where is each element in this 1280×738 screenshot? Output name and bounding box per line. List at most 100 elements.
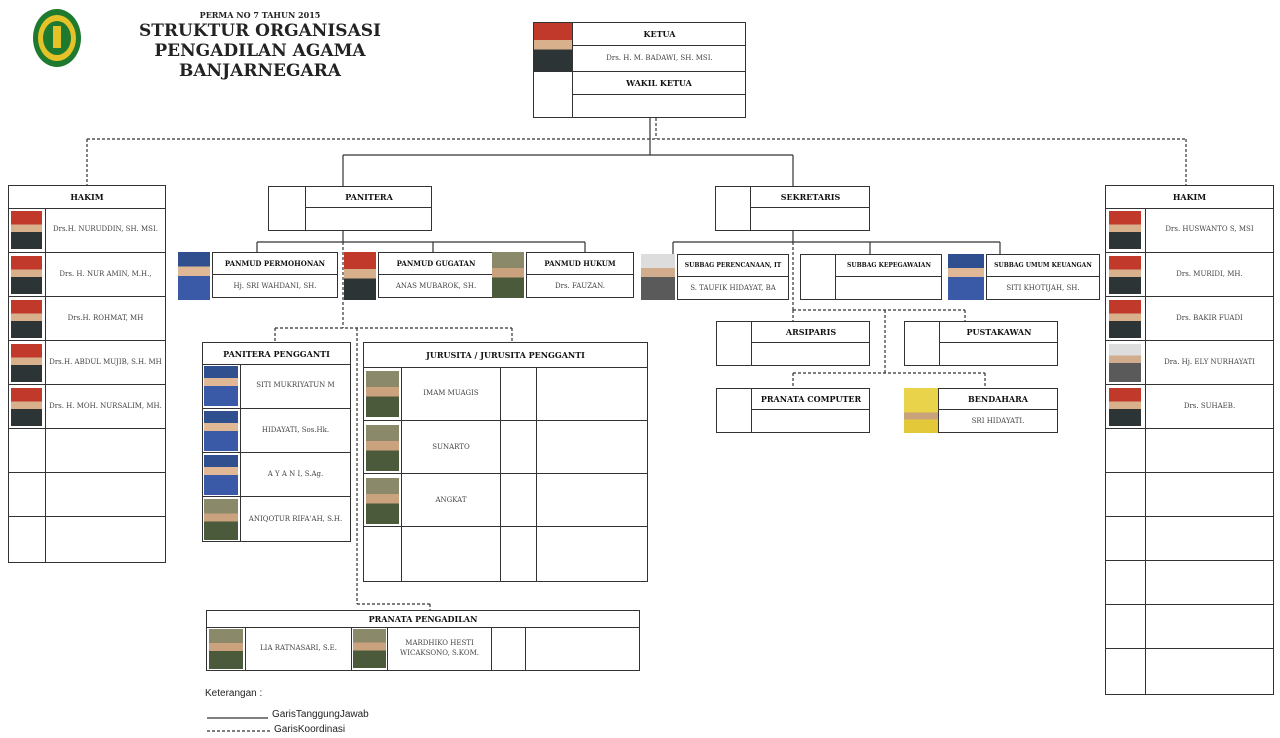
member-photo [11, 211, 42, 249]
hakim-left-title: HAKIM [9, 186, 165, 209]
member-photo [204, 411, 238, 451]
list-item: Drs. SUHAEB. [1106, 384, 1273, 429]
list-item: SUNARTO [364, 420, 647, 474]
member-photo [204, 366, 238, 406]
pustakawan-box: PUSTAKAWAN [904, 321, 1058, 366]
list-item: Drs.H. ROHMAT, MH [9, 296, 165, 341]
panmud-permohonan-name: Hj. SRI WAHDANI, SH. [233, 281, 317, 290]
list-item: A Y A N I, S.Ag. [203, 452, 350, 497]
arsiparis-box: ARSIPARIS [716, 321, 870, 366]
member-photo [366, 371, 399, 417]
member-photo [1109, 344, 1141, 382]
member-photo [11, 388, 42, 426]
member-photo [904, 388, 938, 433]
panmud-hukum-name: Drs. FAUZAN. [554, 281, 606, 290]
page-title: STRUKTUR ORGANISASI [138, 21, 381, 41]
ketua-name: Drs. H. M. BADAWI, SH. MSI. [606, 53, 713, 62]
member-photo [178, 252, 210, 300]
empty-row [1106, 604, 1273, 649]
pustakawan-title: PUSTAKAWAN [940, 322, 1058, 343]
member-name: Drs. H. NUR AMIN, M.H., [45, 253, 165, 297]
member-photo [11, 344, 42, 382]
member-photo [1109, 300, 1141, 338]
perma-label: PERMA NO 7 TAHUN 2015 [199, 10, 321, 20]
member-name: Drs. MURIDI, MH. [1145, 253, 1273, 297]
list-item: IMAM MUAGIS [364, 367, 647, 420]
member-name: ANIQOTUR RIFA'AH, S.H. [240, 497, 350, 542]
member-photo [344, 252, 376, 300]
member-name: SITI MUKRIYATUN M [240, 364, 350, 408]
panitera-title: PANITERA [306, 187, 432, 208]
list-item: Drs. HUSWANTO S, MSI [1106, 208, 1273, 252]
member-photo [204, 455, 238, 495]
member-photo [1109, 388, 1141, 426]
member-photo [1109, 256, 1141, 294]
hakim-right-panel: HAKIM Drs. HUSWANTO S, MSI Drs. MURIDI, … [1105, 185, 1274, 695]
subbag-umum-card: SUBBAG UMUM KEUANGAN SITI KHOTIJAH, SH. [948, 254, 1100, 300]
header: PERMA NO 7 TAHUN 2015 STRUKTUR ORGANISAS… [80, 10, 440, 81]
list-item: HIDAYATI, Sos.Hk. [203, 408, 350, 453]
member-photo [948, 254, 984, 300]
empty-row [1106, 472, 1273, 517]
bendahara-card: BENDAHARA SRI HIDAYATI. [904, 388, 1058, 433]
member-name: Drs. SUHAEB. [1145, 385, 1273, 429]
list-item: SITI MUKRIYATUN M [203, 364, 350, 408]
list-item: Drs. MURIDI, MH. [1106, 252, 1273, 297]
wakil-ketua-title: WAKIL KETUA [573, 72, 745, 95]
list-item: Drs. H. NUR AMIN, M.H., [9, 252, 165, 297]
panitera-pengganti-title: PANITERA PENGGANTI [203, 343, 350, 365]
hakim-right-title: HAKIM [1106, 186, 1273, 209]
empty-row [364, 526, 647, 582]
pranata-pengadilan-title: PRANATA PENGADILAN [207, 611, 639, 628]
empty-row [1106, 516, 1273, 561]
subbag-umum-name: SITI KHOTIJAH, SH. [1006, 283, 1080, 292]
member-name: Drs.H. NURUDDIN, SH. MSI. [45, 208, 165, 252]
ketua-photo [534, 23, 572, 71]
court-logo [32, 8, 82, 68]
bendahara-title: BENDAHARA [939, 389, 1057, 410]
subbag-perencanaan-title: SUBBAG PERENCANAAN, IT [678, 255, 788, 277]
panmud-gugatan-card: PANMUD GUGATAN ANAS MUBAROK, SH. [344, 252, 494, 300]
list-item: Drs.H. ABDUL MUJIB, S.H. MH [9, 340, 165, 385]
member-name: Drs.H. ABDUL MUJIB, S.H. MH [45, 341, 165, 385]
member-name: IMAM MUAGIS [401, 367, 500, 420]
empty-row [9, 516, 165, 563]
member-name: Dra. Hj. ELY NURHAYATI [1145, 341, 1273, 385]
member-name: MARDHIKO HESTI WICAKSONO, S.KOM. [387, 627, 491, 670]
panitera-pengganti-panel: PANITERA PENGGANTI SITI MUKRIYATUN M HID… [202, 342, 351, 542]
legend-dashed-label: GarisKoordinasi [274, 724, 346, 735]
member-photo [209, 629, 243, 669]
pranata-pengadilan-panel: PRANATA PENGADILAN LIA RATNASARI, S.E. M… [206, 610, 640, 671]
member-photo [204, 499, 238, 540]
arsiparis-title: ARSIPARIS [752, 322, 870, 343]
member-photo [366, 425, 399, 471]
legend-title: Keterangan : [205, 688, 263, 699]
subbag-kepegawaian-card: SUBBAG KEPEGAWAIAN [800, 254, 942, 300]
legend-solid-label: GarisTanggungJawab [272, 709, 369, 720]
member-name: SUNARTO [401, 421, 500, 474]
empty-row [9, 472, 165, 517]
panmud-gugatan-name: ANAS MUBAROK, SH. [395, 281, 477, 290]
ketua-box: KETUA Drs. H. M. BADAWI, SH. MSI. WAKIL … [533, 22, 746, 118]
hakim-left-panel: HAKIM Drs.H. NURUDDIN, SH. MSI. Drs. H. … [8, 185, 166, 563]
member-name: Drs. H. MOH. NURSALIM, MH. [45, 385, 165, 429]
member-name: ANGKAT [401, 474, 500, 527]
member-photo [11, 300, 42, 338]
subbag-kepegawaian-title: SUBBAG KEPEGAWAIAN [836, 255, 942, 277]
list-item: ANIQOTUR RIFA'AH, S.H. [203, 496, 350, 542]
member-photo [353, 629, 386, 668]
sekretaris-box: SEKRETARIS [715, 186, 870, 231]
bendahara-name: SRI HIDAYATI. [971, 416, 1025, 425]
empty-row [1106, 648, 1273, 695]
list-item: Drs. BAKIR FUADI [1106, 296, 1273, 341]
member-photo [11, 256, 42, 294]
member-name: A Y A N I, S.Ag. [240, 453, 350, 497]
list-item: ANGKAT [364, 473, 647, 527]
member-name: LIA RATNASARI, S.E. [245, 627, 351, 670]
member-name: Drs. HUSWANTO S, MSI [1145, 208, 1273, 252]
jurusita-title: JURUSITA / JURUSITA PENGGANTI [364, 343, 647, 368]
panitera-box: PANITERA [268, 186, 432, 231]
ketua-title: KETUA [573, 23, 746, 46]
member-photo [492, 252, 524, 298]
